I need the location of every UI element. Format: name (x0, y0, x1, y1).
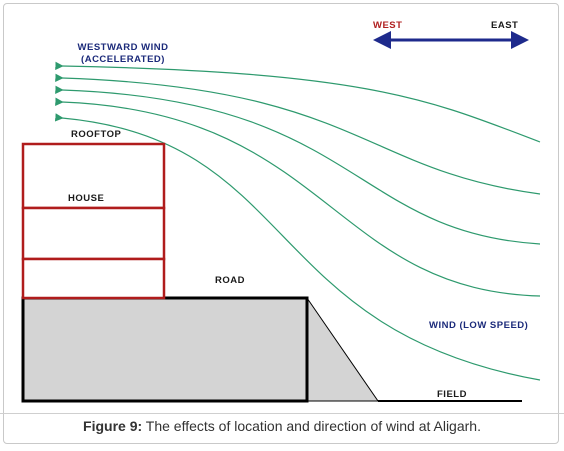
wind-line-1 (55, 61, 541, 143)
road-slope (306, 296, 379, 402)
house-floor-bottom (21, 257, 166, 300)
east-label: EAST (491, 20, 519, 31)
field-label: FIELD (437, 389, 467, 400)
westward-wind-label-line1: WESTWARD WIND (77, 42, 169, 53)
road-block (21, 296, 309, 403)
figure-caption: Figure 9: The effects of location and di… (0, 413, 564, 438)
house-label: HOUSE (68, 193, 105, 204)
wind-line-4 (55, 97, 541, 297)
road-label: ROAD (215, 275, 245, 286)
wind-line-2 (55, 73, 541, 195)
caption-label: Figure 9: (83, 418, 143, 434)
west-label: WEST (373, 20, 403, 31)
rooftop-label: ROOFTOP (71, 129, 122, 140)
house (21, 142, 166, 300)
wind-low-speed-label: WIND (LOW SPEED) (429, 320, 529, 331)
wind-line-5 (54, 113, 541, 381)
wind-line-3 (55, 85, 541, 245)
house-floor-middle (21, 206, 166, 261)
westward-wind-label-line2: (ACCELERATED) (81, 54, 165, 65)
caption-text: The effects of location and direction of… (142, 418, 481, 434)
wind-diagram (21, 31, 541, 403)
wind-streamlines (54, 61, 541, 381)
house-floor-top (21, 142, 166, 210)
